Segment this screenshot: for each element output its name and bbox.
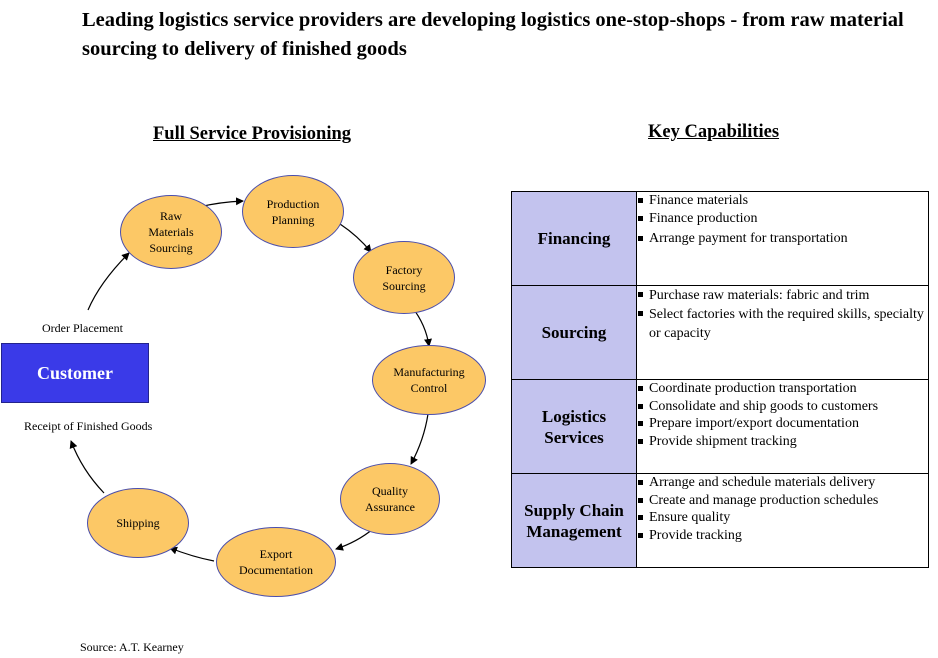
step-manufacturing-control: Manufacturing Control [372, 345, 486, 415]
bullet-item: Ensure quality [637, 509, 928, 527]
capability-details: Finance materials Finance production Arr… [636, 191, 929, 286]
bullet-item: Finance materials [637, 192, 928, 210]
bullet-item: Arrange and schedule materials delivery [637, 474, 928, 492]
arrow-quality-to-export [335, 528, 374, 551]
capability-row: Supply Chain Management Arrange and sche… [511, 473, 929, 568]
arrow-export-to-shipping [169, 546, 215, 562]
arrow-order-to-raw [87, 252, 130, 311]
capability-name: Sourcing [511, 285, 637, 380]
capabilities-table: Financing Finance materials Finance prod… [511, 191, 929, 568]
step-raw-materials-sourcing: Raw Materials Sourcing [120, 195, 222, 269]
capability-name: Financing [511, 191, 637, 286]
arrow-production-to-factory [339, 223, 372, 253]
bullet-item: Purchase raw materials: fabric and trim [637, 286, 928, 305]
order-placement-label: Order Placement [42, 321, 123, 335]
headline: Leading logistics service providers are … [82, 9, 904, 60]
capability-details: Purchase raw materials: fabric and trim … [636, 285, 929, 380]
capability-row: Financing Finance materials Finance prod… [511, 191, 929, 286]
capability-details: Arrange and schedule materials delivery … [636, 473, 929, 568]
step-shipping: Shipping [87, 488, 189, 558]
capability-row: Sourcing Purchase raw materials: fabric … [511, 285, 929, 380]
bullet-item: Coordinate production transportation [637, 380, 928, 398]
bullet-item: Provide tracking [637, 527, 928, 545]
bullet-item: Prepare import/export documentation [637, 415, 928, 433]
arrow-shipping-to-receipt [69, 440, 105, 494]
capability-details: Coordinate production transportation Con… [636, 379, 929, 474]
arrow-manufacturing-to-quality [410, 413, 429, 465]
bullet-item: Finance production [637, 210, 928, 228]
full-service-title: Full Service Provisioning [153, 124, 352, 144]
capability-row: Logistics Services Coordinate production… [511, 379, 929, 474]
bullet-item: Arrange payment for transportation [637, 230, 928, 248]
key-capabilities-title: Key Capabilities [648, 122, 780, 142]
bullet-item: Select factories with the required skill… [637, 305, 928, 343]
step-quality-assurance: Quality Assurance [340, 463, 440, 535]
step-factory-sourcing: Factory Sourcing [353, 241, 455, 314]
source-note: Source: A.T. Kearney [80, 640, 184, 654]
capability-name: Logistics Services [511, 379, 637, 474]
bullet-item: Provide shipment tracking [637, 433, 928, 451]
bullet-item: Create and manage production schedules [637, 492, 928, 510]
bullet-item: Consolidate and ship goods to customers [637, 398, 928, 416]
customer-box: Customer [1, 343, 149, 403]
receipt-label: Receipt of Finished Goods [24, 419, 153, 433]
capability-name: Supply Chain Management [511, 473, 637, 568]
step-export-documentation: Export Documentation [216, 527, 336, 597]
step-production-planning: Production Planning [242, 175, 344, 248]
